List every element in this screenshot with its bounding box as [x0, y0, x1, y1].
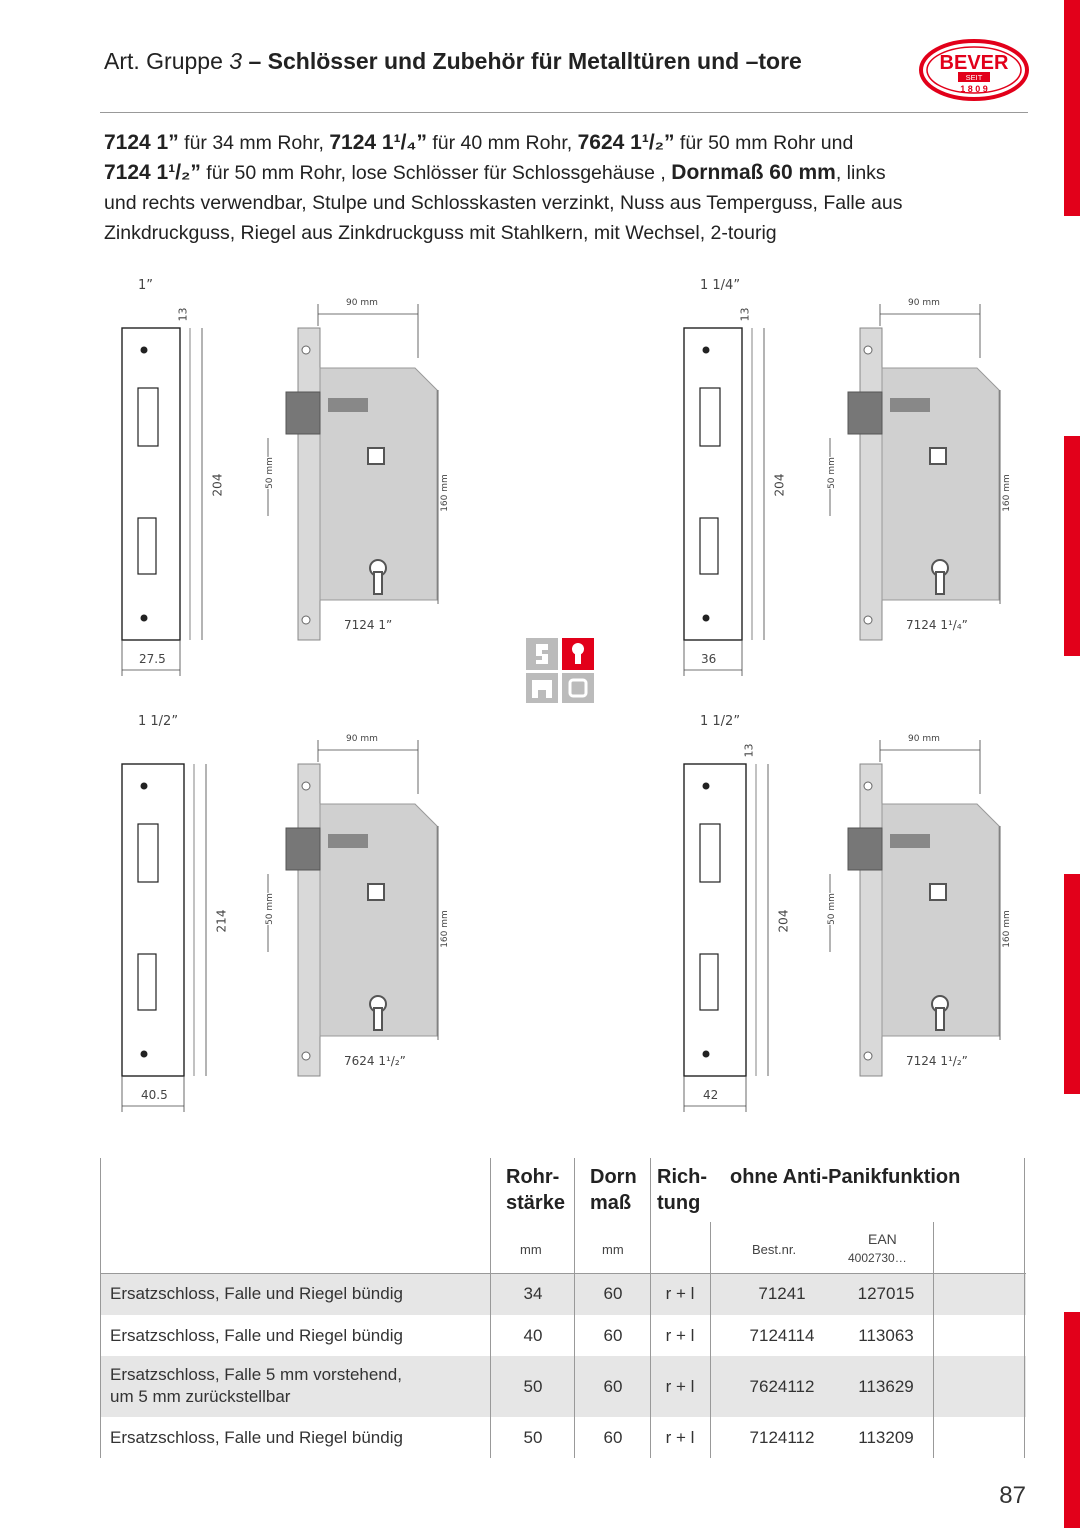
table-rule — [574, 1158, 575, 1458]
drawing-width-dim: 27.5 — [139, 652, 166, 666]
table-rule — [100, 1273, 1026, 1274]
logo-year: 1 8 0 9 — [960, 84, 988, 94]
lock-drawing — [683, 304, 1001, 676]
page-title: – Schlösser und Zubehör für Metalltüren … — [248, 48, 802, 74]
group-prefix: Art. Gruppe — [104, 48, 223, 74]
row-ean: 113063 — [858, 1325, 914, 1345]
logo-seit: SEIT — [966, 73, 983, 82]
row-richtung: r + l — [665, 1325, 695, 1345]
row-richtung: r + l — [665, 1376, 695, 1396]
row-rohrstaerke: 50 — [523, 1427, 543, 1447]
row-ean: 127015 — [857, 1284, 915, 1303]
lock-drawing — [683, 740, 1001, 1112]
col-header-richtung: Rich-tung — [657, 1166, 707, 1214]
drawing-width-dim: 36 — [701, 652, 717, 666]
table-rule — [650, 1158, 651, 1458]
drawing-offset-dim: 13 — [738, 307, 752, 322]
table-rule — [933, 1222, 934, 1458]
unit-ean: EAN — [868, 1231, 897, 1247]
drawing-size-label: 1” — [138, 278, 154, 293]
unit-mm: mm — [520, 1242, 542, 1257]
row-description: Ersatzschloss, Falle 5 mm vorstehend, — [110, 1365, 402, 1384]
row-bestnr: 71241 — [758, 1284, 806, 1303]
row-rohrstaerke: 34 — [523, 1284, 543, 1303]
drawing-90mm-dim: 90 mm — [344, 734, 380, 744]
lock-drawing — [121, 304, 439, 676]
row-rohrstaerke: 40 — [523, 1325, 543, 1345]
row-dornmass: 60 — [603, 1376, 623, 1396]
drawing-offset-dim: 13 — [176, 307, 190, 322]
square-icon — [562, 673, 594, 703]
row-rohrstaerke: 50 — [523, 1376, 543, 1396]
ean-prefix: 4002730… — [848, 1251, 907, 1265]
row-dornmass: 60 — [603, 1427, 623, 1447]
row-ean: 113629 — [858, 1376, 914, 1396]
row-bestnr: 7124114 — [749, 1325, 815, 1345]
row-dornmass: 60 — [603, 1284, 623, 1303]
drawing-lock-label: 7124 1¹/₂” — [906, 1054, 968, 1068]
logo-brand: BEVER — [940, 52, 1009, 74]
row-richtung: r + l — [665, 1284, 695, 1303]
lock-type-icons — [526, 638, 594, 703]
drawing-lock-label: 7124 1” — [344, 618, 393, 632]
drawing-height-dim: 204 — [776, 909, 791, 933]
table-rule — [490, 1158, 491, 1458]
drawing-height-dim: 204 — [772, 473, 787, 497]
drawing-50mm-dim: 50 mm — [826, 457, 837, 489]
col-header-rohr: Rohr-stärke — [506, 1166, 565, 1214]
drawing-160mm-dim: 160 mm — [1001, 474, 1012, 512]
drawing-lock-label: 7124 1¹/₄” — [906, 618, 968, 632]
side-marker — [1064, 874, 1080, 1094]
drawing-height-dim: 214 — [214, 909, 229, 933]
unit-bestnr: Best.nr. — [752, 1242, 797, 1257]
side-marker — [1064, 436, 1080, 656]
drawing-size-label: 1 1/2” — [138, 714, 179, 729]
side-marker — [1064, 1312, 1080, 1528]
drawing-lock-label: 7624 1¹/₂” — [344, 1054, 406, 1068]
table-row-bg — [100, 1273, 1026, 1315]
bever-logo: BEVER SEIT 1 8 0 9 — [919, 39, 1029, 101]
drawing-offset-dim: 13 — [742, 743, 756, 758]
table-rule — [1024, 1158, 1025, 1458]
row-richtung: r + l — [665, 1427, 695, 1447]
row-bestnr: 7124112 — [749, 1427, 815, 1447]
side-marker — [1064, 0, 1080, 216]
lock-drawing — [121, 740, 439, 1112]
group-number: 3 — [229, 48, 243, 74]
table-rule — [710, 1222, 711, 1458]
drawing-size-label: 1 1/2” — [700, 714, 741, 729]
row-bestnr: 7624112 — [749, 1376, 815, 1396]
header-rule — [100, 112, 1028, 113]
drawing-size-label: 1 1/4” — [700, 278, 741, 293]
unit-mm: mm — [602, 1242, 624, 1257]
drawing-90mm-dim: 90 mm — [344, 298, 380, 308]
row-description: Ersatzschloss, Falle und Riegel bündig — [110, 1325, 403, 1345]
drawing-50mm-dim: 50 mm — [264, 893, 275, 925]
drawing-90mm-dim: 90 mm — [906, 298, 942, 308]
drawing-50mm-dim: 50 mm — [826, 893, 837, 925]
drawing-160mm-dim: 160 mm — [439, 910, 450, 948]
product-description: 7124 1” für 34 mm Rohr, 7124 1¹/₄” für 4… — [104, 131, 903, 244]
row-dornmass: 60 — [603, 1325, 623, 1345]
table-row-bg — [100, 1356, 1026, 1417]
row-description: Ersatzschloss, Falle und Riegel bündig — [110, 1427, 403, 1447]
table-rule — [100, 1158, 101, 1458]
row-description: Ersatzschloss, Falle und Riegel bündig — [110, 1284, 403, 1303]
drawing-width-dim: 40.5 — [141, 1088, 168, 1102]
drawing-160mm-dim: 160 mm — [1001, 910, 1012, 948]
row-description: um 5 mm zurückstellbar — [110, 1387, 291, 1406]
drawing-90mm-dim: 90 mm — [906, 734, 942, 744]
row-ean: 113209 — [858, 1427, 914, 1447]
drawing-160mm-dim: 160 mm — [439, 474, 450, 512]
page-number: 87 — [999, 1482, 1026, 1509]
page-header: Art. Gruppe 3 – Schlösser und Zubehör fü… — [104, 48, 894, 84]
col-header-ohne: ohne Anti-Panikfunktion — [730, 1166, 961, 1188]
drawing-50mm-dim: 50 mm — [264, 457, 275, 489]
drawing-width-dim: 42 — [703, 1088, 719, 1102]
drawing-height-dim: 204 — [210, 473, 225, 497]
